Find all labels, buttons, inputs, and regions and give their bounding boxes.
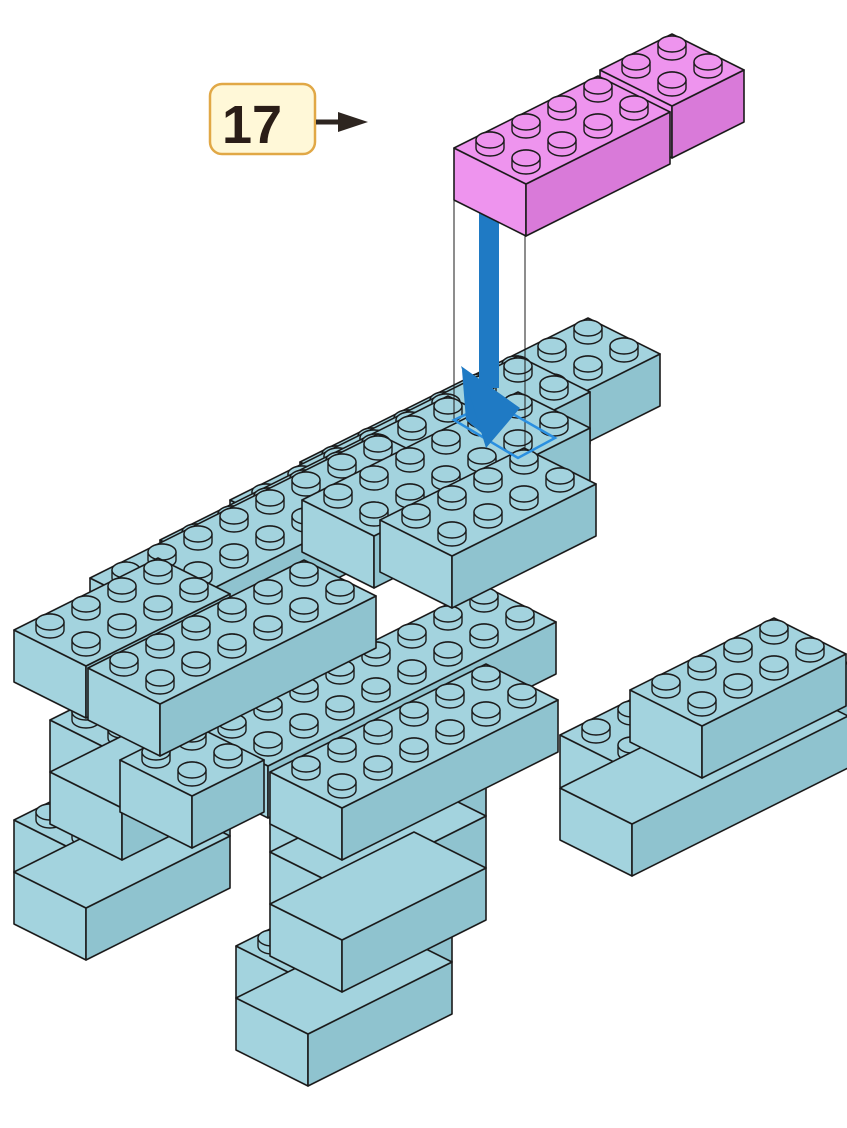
stud bbox=[220, 508, 248, 532]
stud bbox=[470, 624, 498, 648]
stud bbox=[254, 732, 282, 756]
stud bbox=[180, 578, 208, 602]
stud bbox=[512, 150, 540, 174]
stud bbox=[574, 356, 602, 380]
stud bbox=[658, 36, 686, 60]
stud bbox=[108, 614, 136, 638]
down-arrow-icon bbox=[461, 208, 520, 448]
stud bbox=[290, 714, 318, 738]
stud bbox=[184, 526, 212, 550]
stud bbox=[182, 616, 210, 640]
stud bbox=[144, 596, 172, 620]
stud bbox=[254, 580, 282, 604]
stud bbox=[438, 486, 466, 510]
stud bbox=[72, 632, 100, 656]
stud bbox=[396, 448, 424, 472]
stud bbox=[510, 486, 538, 510]
stud bbox=[218, 598, 246, 622]
stud bbox=[364, 720, 392, 744]
stud bbox=[506, 606, 534, 630]
stud bbox=[292, 756, 320, 780]
stud bbox=[584, 114, 612, 138]
stud bbox=[326, 696, 354, 720]
stud bbox=[254, 616, 282, 640]
stud bbox=[760, 620, 788, 644]
stud bbox=[436, 684, 464, 708]
stud bbox=[610, 338, 638, 362]
stud bbox=[290, 562, 318, 586]
stud bbox=[472, 666, 500, 690]
stud bbox=[146, 634, 174, 658]
stud bbox=[326, 580, 354, 604]
stud bbox=[402, 504, 430, 528]
stud bbox=[548, 132, 576, 156]
stud bbox=[688, 656, 716, 680]
stud bbox=[652, 674, 680, 698]
stud bbox=[36, 614, 64, 638]
stud bbox=[474, 468, 502, 492]
step-number: 17 bbox=[222, 95, 282, 155]
stud bbox=[214, 744, 242, 768]
stud bbox=[398, 416, 426, 440]
stud bbox=[256, 526, 284, 550]
existing-model bbox=[14, 318, 847, 1086]
right-arrow-icon bbox=[316, 112, 368, 132]
new-pink-brick bbox=[454, 34, 744, 236]
stud bbox=[432, 430, 460, 454]
pink-brick-bottom bbox=[454, 76, 670, 236]
stud bbox=[434, 642, 462, 666]
stud bbox=[724, 638, 752, 662]
stud bbox=[360, 466, 388, 490]
stud bbox=[182, 652, 210, 676]
stud bbox=[328, 738, 356, 762]
stud bbox=[584, 78, 612, 102]
stud bbox=[574, 320, 602, 344]
stud bbox=[476, 132, 504, 156]
step-badge: 17 bbox=[210, 84, 315, 155]
stud bbox=[508, 684, 536, 708]
stud bbox=[540, 376, 568, 400]
stud bbox=[290, 598, 318, 622]
stud bbox=[324, 484, 352, 508]
stud bbox=[538, 338, 566, 362]
stud bbox=[398, 624, 426, 648]
stud bbox=[364, 756, 392, 780]
stud bbox=[220, 544, 248, 568]
stud bbox=[688, 692, 716, 716]
stud bbox=[400, 702, 428, 726]
stud bbox=[436, 720, 464, 744]
stud bbox=[108, 578, 136, 602]
stud bbox=[472, 702, 500, 726]
stud bbox=[622, 54, 650, 78]
stud bbox=[546, 468, 574, 492]
stud bbox=[504, 358, 532, 382]
stud bbox=[582, 719, 610, 743]
stud bbox=[760, 656, 788, 680]
stud bbox=[548, 96, 576, 120]
stud bbox=[512, 114, 540, 138]
stud bbox=[434, 606, 462, 630]
stud bbox=[398, 660, 426, 684]
stud bbox=[438, 522, 466, 546]
stud bbox=[256, 490, 284, 514]
stud bbox=[796, 638, 824, 662]
stud bbox=[178, 762, 206, 786]
stud bbox=[694, 54, 722, 78]
stud bbox=[328, 774, 356, 798]
stud bbox=[724, 674, 752, 698]
stud bbox=[146, 670, 174, 694]
stud bbox=[658, 72, 686, 96]
stud bbox=[620, 96, 648, 120]
stud bbox=[72, 596, 100, 620]
stud bbox=[144, 560, 172, 584]
stud bbox=[362, 678, 390, 702]
stud bbox=[400, 738, 428, 762]
stud bbox=[110, 652, 138, 676]
stud bbox=[474, 504, 502, 528]
stud bbox=[218, 634, 246, 658]
